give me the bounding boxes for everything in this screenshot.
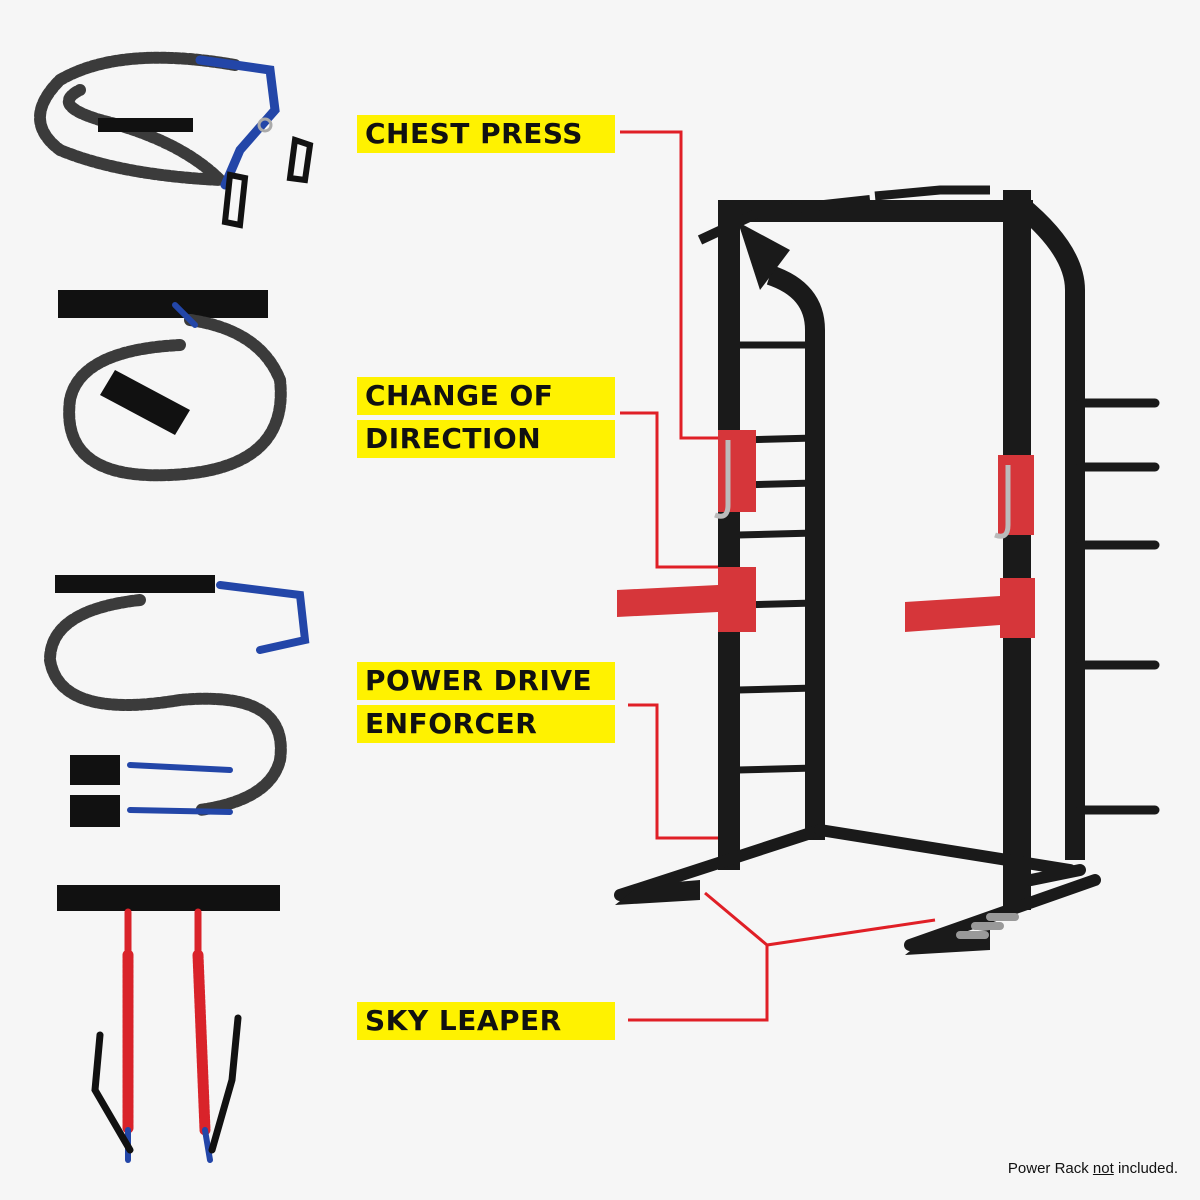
disclaimer-text-end: included. xyxy=(1113,1160,1178,1177)
chest-press-label: CHEST PRESS xyxy=(357,115,615,153)
leader-line-power-drive xyxy=(628,703,718,840)
weight-storage-horns xyxy=(956,913,1019,939)
disclaimer-emphasis: not xyxy=(1092,1160,1114,1177)
power-drive-label-line1: POWER DRIVE xyxy=(357,662,615,700)
change-of-direction-label-line2: DIRECTION xyxy=(357,420,615,458)
disclaimer-text: Power Rack xyxy=(1007,1160,1093,1177)
disclaimer-note: Power Rack not included. xyxy=(1008,1160,1178,1177)
chest-press-band-product xyxy=(34,51,314,229)
leader-line-sky-leaper-branch xyxy=(704,891,936,947)
sky-leaper-label: SKY LEAPER xyxy=(357,1002,615,1040)
power-drive-label-line2: ENFORCER xyxy=(357,705,615,743)
leader-line-sky-leaper xyxy=(628,945,769,1022)
rack-attachments xyxy=(617,430,1035,638)
leader-lines xyxy=(620,130,936,1022)
power-drive-enforcer-band-product xyxy=(43,575,310,827)
change-of-direction-label-line1: CHANGE OF xyxy=(357,377,615,415)
leader-line-change-of-direction xyxy=(620,411,718,569)
change-of-direction-band-product xyxy=(58,290,287,482)
leader-line-chest-press xyxy=(620,130,718,440)
power-rack xyxy=(614,185,1160,955)
sky-leaper-band-product xyxy=(57,885,280,1163)
